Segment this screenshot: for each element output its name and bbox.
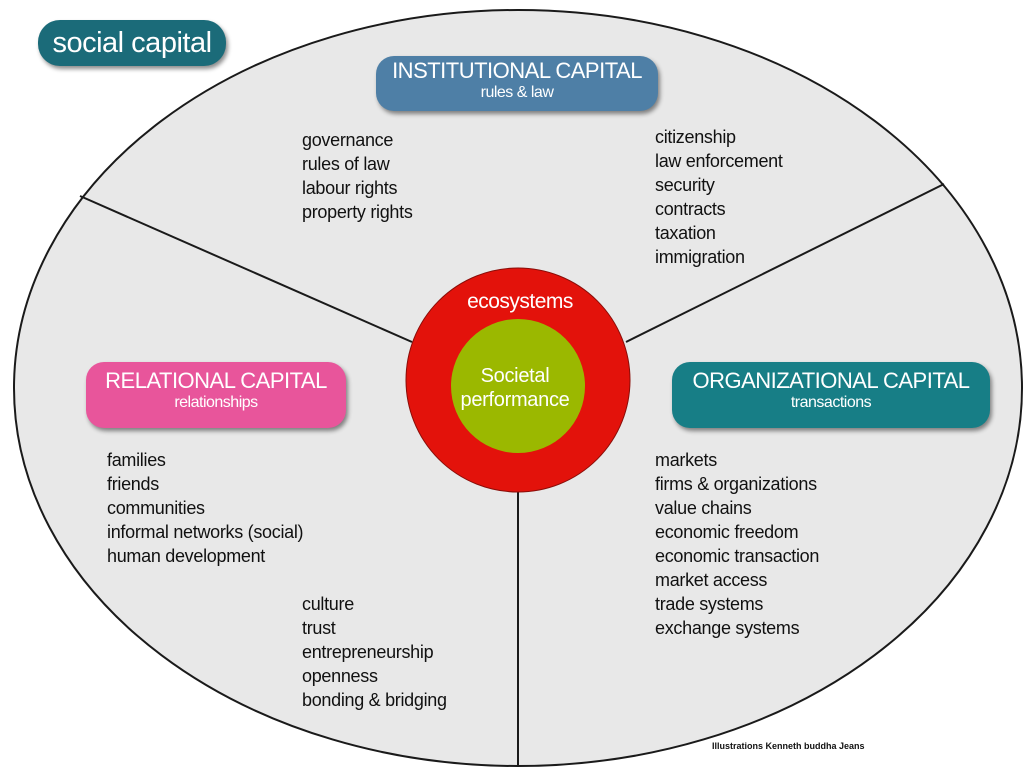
illustration-credit: Illustrations Kenneth buddha Jeans [712,741,865,751]
list-item: exchange systems [655,618,800,638]
list-item: law enforcement [655,151,783,171]
relational-capital-title: RELATIONAL CAPITAL [105,368,327,393]
list-item: openness [302,666,378,686]
list-item: human development [107,546,266,566]
divider-upper-right [625,183,945,343]
divider-upper-left [79,195,413,343]
institutional-capital-title: INSTITUTIONAL CAPITAL [392,58,642,83]
organizational-capital-subtitle: transactions [790,394,872,411]
list-item: economic freedom [655,522,799,542]
list-item: labour rights [302,178,398,198]
relational-list-bottom: culture trust entrepreneurship openness … [302,592,447,712]
list-item: bonding & bridging [302,690,447,710]
list-item: trust [302,618,336,638]
institutional-list-right: citizenship law enforcement security con… [655,125,783,269]
organizational-capital-title: ORGANIZATIONAL CAPITAL [692,368,970,393]
list-item: market access [655,570,768,590]
list-item: immigration [655,247,745,267]
list-item: entrepreneurship [302,642,434,662]
list-item: contracts [655,199,726,219]
list-item: markets [655,450,717,470]
list-item: property rights [302,202,413,222]
list-item: trade systems [655,594,764,614]
list-item: firms & organizations [655,474,817,494]
institutional-list-left: governance rules of law labour rights pr… [302,128,413,224]
societal-performance-circle [451,319,585,453]
title-badge: social capital [38,20,226,66]
list-item: value chains [655,498,752,518]
list-item: governance [302,130,394,150]
list-item: informal networks (social) [107,522,304,542]
list-item: security [655,175,715,195]
list-item: culture [302,594,354,614]
list-item: families [107,450,166,470]
list-item: rules of law [302,154,390,174]
list-item: taxation [655,223,716,243]
societal-performance-line1: Societal [480,365,550,387]
organizational-list: markets firms & organizations value chai… [655,448,819,640]
organizational-capital-badge: ORGANIZATIONAL CAPITAL transactions [672,362,990,428]
societal-performance-label: Societal performance [450,364,580,412]
relational-capital-subtitle: relationships [174,394,258,411]
ecosystems-label: ecosystems [467,290,573,313]
institutional-capital-subtitle: rules & law [480,84,554,101]
societal-performance-line2: performance [460,389,570,411]
list-item: citizenship [655,127,736,147]
relational-list: families friends communities informal ne… [107,448,304,568]
institutional-capital-badge: INSTITUTIONAL CAPITAL rules & law [376,56,658,111]
list-item: communities [107,498,205,518]
relational-capital-badge: RELATIONAL CAPITAL relationships [86,362,346,428]
list-item: friends [107,474,159,494]
list-item: economic transaction [655,546,820,566]
